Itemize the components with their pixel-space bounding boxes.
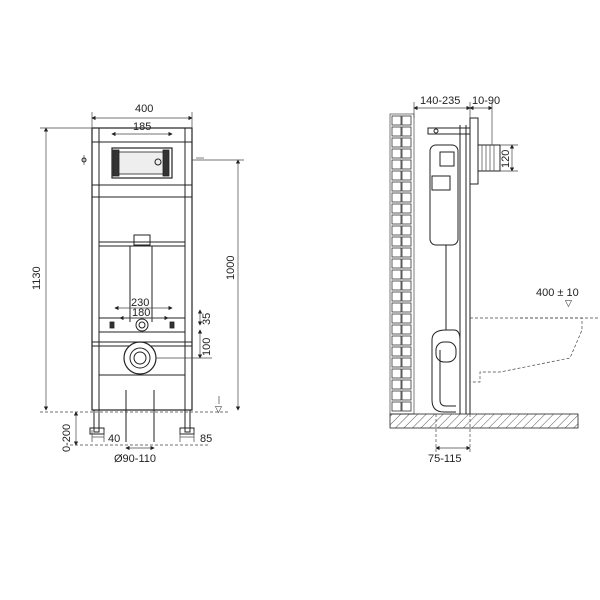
wall-tile xyxy=(401,137,412,148)
wall-tile xyxy=(391,170,402,181)
wall-tile xyxy=(391,203,402,214)
wall-tile xyxy=(401,313,412,324)
front-view: 400 185 1130 1000 230 180 35 100 ▽ 0 xyxy=(31,103,244,465)
wall-tile xyxy=(401,302,412,313)
wall-tile xyxy=(401,159,412,170)
wall-tile xyxy=(401,225,412,236)
side-view: 140-235 10-90 120 400 ± 10 ▽ 75-115 xyxy=(389,95,600,465)
dim-drain-offset: 75-115 xyxy=(428,453,461,465)
wall-tile xyxy=(391,148,402,159)
dim-height-1000: 1000 xyxy=(225,256,237,280)
toilet-bowl-outline xyxy=(470,317,583,383)
dim-offset-100: 100 xyxy=(201,338,213,356)
wall-tile xyxy=(401,258,412,269)
wall-tile xyxy=(391,379,402,390)
wall-tile xyxy=(401,247,412,258)
wall-tile xyxy=(401,115,412,126)
wall-tile xyxy=(391,324,402,335)
wall-tile xyxy=(391,137,402,148)
wall-tile xyxy=(401,280,412,291)
dim-foot-40: 40 xyxy=(108,433,120,445)
dim-foot-85: 85 xyxy=(200,433,212,445)
dim-foot-adjust: 0-200 xyxy=(61,424,73,452)
wall-tile xyxy=(391,247,402,258)
wall-tile xyxy=(391,280,402,291)
wall-tile xyxy=(391,115,402,126)
wall-tiles xyxy=(391,115,412,412)
dim-spacing-230: 230 xyxy=(131,297,149,309)
svg-text:▽: ▽ xyxy=(565,298,572,308)
dim-total-height: 1130 xyxy=(31,266,43,290)
dim-drain-diameter: Ø90-110 xyxy=(114,453,156,465)
wall-tile xyxy=(391,313,402,324)
drain-outlet xyxy=(123,341,157,375)
wall-tile xyxy=(401,269,412,280)
floor xyxy=(389,413,579,429)
wall-tile xyxy=(391,181,402,192)
wall-tile xyxy=(401,390,412,401)
wall-tile xyxy=(401,236,412,247)
wall-tile xyxy=(391,335,402,346)
dim-spacing-180: 180 xyxy=(132,307,150,319)
wall-tile xyxy=(391,214,402,225)
wall-tile xyxy=(401,126,412,137)
dim-offset-35: 35 xyxy=(201,313,213,325)
wall-tile xyxy=(391,401,402,412)
wall-tile xyxy=(401,214,412,225)
dim-width: 400 xyxy=(135,103,153,115)
wall-tile xyxy=(391,269,402,280)
wall-tile xyxy=(391,302,402,313)
wall-tile xyxy=(401,357,412,368)
wall-tile xyxy=(401,148,412,159)
dim-depth: 140-235 xyxy=(420,95,460,107)
wall-tile xyxy=(391,368,402,379)
wall-tile xyxy=(391,236,402,247)
wall-tile xyxy=(391,390,402,401)
wall-tile xyxy=(391,159,402,170)
wall-tile xyxy=(391,258,402,269)
wall-tile xyxy=(401,368,412,379)
dim-offset: 10-90 xyxy=(472,95,500,107)
wall-tile xyxy=(401,335,412,346)
wall-tile xyxy=(401,401,412,412)
wall-tile xyxy=(391,126,402,137)
wall-tile xyxy=(391,357,402,368)
svg-text:▽: ▽ xyxy=(215,404,222,414)
wall-tile xyxy=(391,346,402,357)
wall-tile xyxy=(401,203,412,214)
wall-tile xyxy=(391,192,402,203)
wall-tile xyxy=(391,291,402,302)
wall-tile xyxy=(401,379,412,390)
dim-bowl-height: 400 ± 10 xyxy=(536,287,579,299)
wall-tile xyxy=(401,346,412,357)
wall-tile xyxy=(401,324,412,335)
wall-tile xyxy=(401,192,412,203)
wall-tile xyxy=(401,170,412,181)
wall-tile xyxy=(401,181,412,192)
dim-inner-width: 185 xyxy=(133,121,151,133)
dim-pipe-height: 120 xyxy=(500,150,512,168)
wall-tile xyxy=(391,225,402,236)
wall-tile xyxy=(401,291,412,302)
